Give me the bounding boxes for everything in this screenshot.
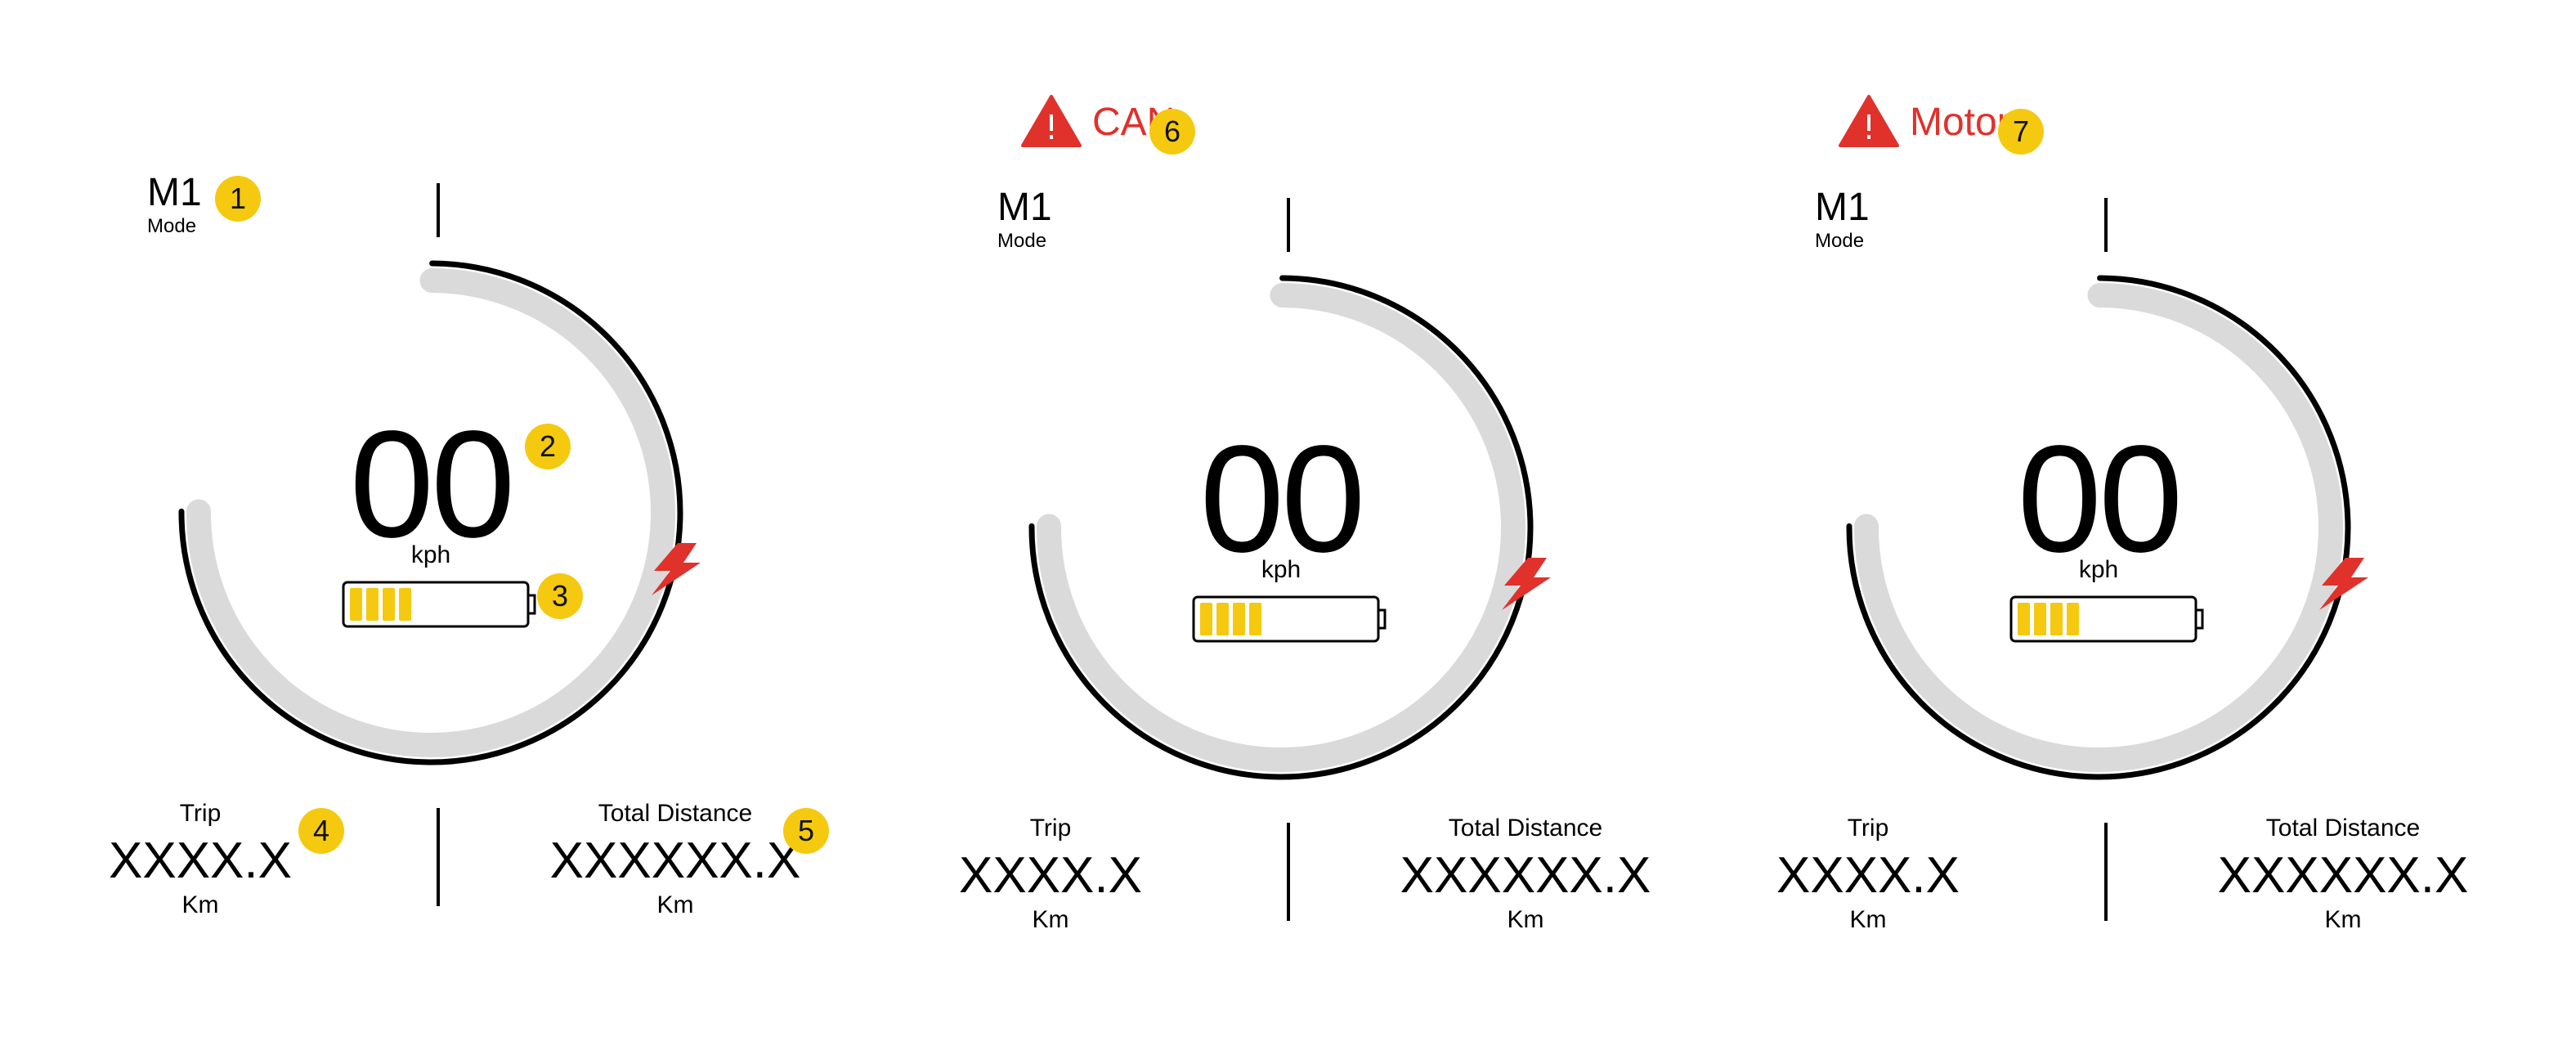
gauge-graphics: [1021, 95, 1551, 921]
warning-label: Motor: [1910, 101, 2010, 144]
battery-terminal: [1378, 608, 1387, 630]
speed-unit: kph: [1261, 556, 1301, 583]
battery-segment: [1233, 603, 1245, 635]
trip-value: XXXX.X: [109, 833, 292, 889]
trip-label: Trip: [1029, 815, 1072, 842]
mode-label: Mode: [147, 215, 197, 237]
battery-icon: [342, 581, 536, 628]
battery-segment: [1200, 603, 1212, 635]
warning-exclamation-bar: [1867, 114, 1870, 131]
battery-icon: [1192, 595, 1387, 643]
speed-value: 00: [1199, 415, 1366, 584]
total-distance-unit: Km: [656, 891, 694, 918]
callout-badge: 2: [525, 424, 571, 469]
total-distance-value: XXXXXX.X: [1400, 847, 1651, 904]
callout-badge: 5: [783, 808, 829, 854]
callout-badge: 4: [298, 808, 344, 854]
speed-arc-outline: [1028, 275, 1534, 780]
total-distance-value: XXXXXX.X: [549, 833, 801, 889]
battery-terminal: [528, 594, 536, 615]
trip-value: XXXX.X: [1776, 847, 1960, 904]
total-distance-label: Total Distance: [2265, 815, 2421, 842]
battery-segment: [399, 588, 411, 621]
total-distance-label: Total Distance: [1448, 815, 1603, 842]
warning-exclamation-dot: [1867, 135, 1870, 139]
battery-segment: [1249, 603, 1261, 635]
mode-label: Mode: [1815, 230, 1865, 252]
battery-segment: [383, 588, 395, 621]
mode-value: M1: [997, 186, 1052, 229]
speed-arc-track: [186, 268, 675, 757]
total-distance-value: XXXXXX.X: [2217, 847, 2469, 904]
speed-arc-track: [1853, 283, 2343, 772]
lightning-bolt-icon: [2319, 558, 2368, 610]
mode-value: M1: [147, 171, 202, 214]
total-distance-unit: Km: [1507, 906, 1544, 933]
gauge-graphics: [1839, 95, 2368, 921]
trip-unit: Km: [1032, 906, 1069, 933]
total-distance-unit: Km: [2324, 906, 2362, 933]
warning-exclamation-bar: [1050, 114, 1053, 131]
mode-value: M1: [1815, 186, 1870, 229]
battery-terminal: [2196, 608, 2204, 630]
battery-segment: [2034, 603, 2046, 635]
warning-exclamation-dot: [1050, 135, 1053, 139]
callout-badge: 1: [215, 176, 261, 222]
battery-segment: [366, 588, 379, 621]
total-distance-label: Total Distance: [598, 800, 753, 827]
battery-segment: [1216, 603, 1229, 635]
trip-label: Trip: [179, 800, 222, 827]
lightning-bolt-icon: [652, 543, 701, 595]
speed-unit: kph: [410, 541, 451, 568]
battery-segment: [2050, 603, 2063, 635]
callout-badge: 3: [537, 573, 583, 619]
warning-triangle-icon: [1839, 95, 1899, 147]
battery-segment: [350, 588, 362, 621]
speed-value: 00: [2017, 415, 2184, 584]
callout-badge: 7: [1998, 109, 2044, 155]
callout-badge: 6: [1149, 109, 1195, 155]
lightning-bolt-icon: [1502, 558, 1551, 610]
battery-segment: [2067, 603, 2079, 635]
speed-arc-track: [1036, 283, 1525, 772]
speed-arc-outline: [178, 260, 683, 765]
trip-label: Trip: [1847, 815, 1889, 842]
mode-label: Mode: [997, 230, 1047, 252]
battery-icon: [2009, 595, 2204, 643]
speed-arc-outline: [1846, 275, 2351, 780]
trip-value: XXXX.X: [959, 847, 1142, 904]
trip-unit: Km: [181, 891, 219, 918]
speed-unit: kph: [2078, 556, 2119, 583]
battery-segment: [2018, 603, 2030, 635]
gauge-graphics: [178, 183, 701, 906]
speed-value: 00: [349, 400, 516, 569]
warning-triangle-icon: [1021, 95, 1082, 147]
trip-unit: Km: [1849, 906, 1887, 933]
